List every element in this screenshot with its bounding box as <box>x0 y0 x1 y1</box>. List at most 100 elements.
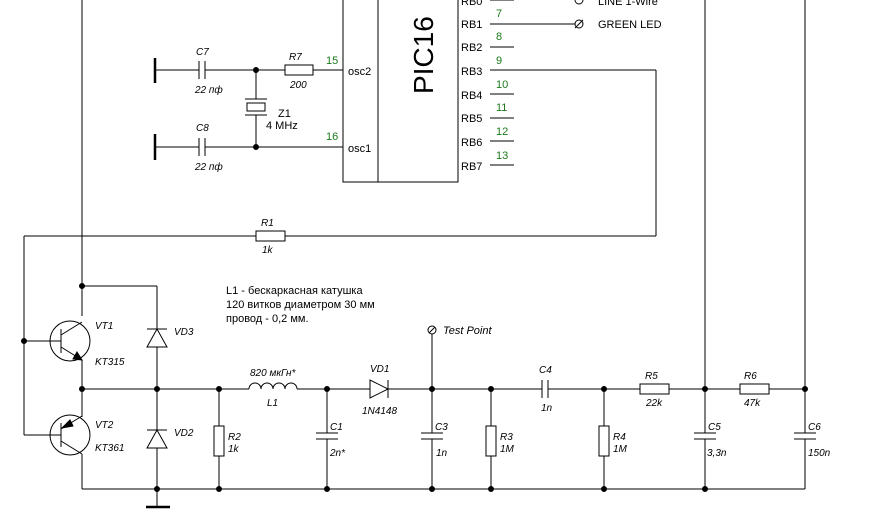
junction-dot <box>702 486 708 492</box>
l1-coil-icon <box>248 382 298 390</box>
note-line-3: провод - 0,2 мм. <box>226 313 309 325</box>
junction-dot <box>79 386 85 392</box>
pin-rb3-label: RB3 <box>461 66 482 78</box>
vt2-ref: VT2 <box>95 420 114 431</box>
oscillator-section: C7 22 пф R7 200 Z1 4 MHz C8 22 пф <box>153 47 314 173</box>
mcu-name: PIC16 <box>408 16 439 94</box>
vd1-triangle-icon <box>369 379 390 399</box>
r7-body <box>284 64 314 76</box>
output-terminals: LINE 1-Wire GREEN LED <box>574 0 662 31</box>
pin-rb0-label: RB0 <box>461 0 482 8</box>
r5-value: 22k <box>645 398 663 409</box>
pin-osc2-number: 15 <box>326 55 338 67</box>
c3-value: 1n <box>436 448 448 459</box>
pin-rb1-number: 7 <box>496 8 502 20</box>
test-point-label: Test Point <box>443 325 492 337</box>
pin-rb4-number: 10 <box>496 79 508 91</box>
c7-ref: C7 <box>196 47 209 58</box>
vt1-transistor: VT1 KT315 <box>24 320 125 417</box>
c3-ref: C3 <box>435 422 448 433</box>
green-led-terminal-icon <box>574 19 584 29</box>
pin-rb7-number: 13 <box>496 150 508 162</box>
c5-ref: C5 <box>708 422 721 433</box>
note-line-2: 120 витков диаметром 30 мм <box>226 299 375 311</box>
l1-value: 820 мкГн* <box>250 368 297 379</box>
r1-body <box>255 230 286 242</box>
r2-body <box>213 425 225 457</box>
pin-rb5-number: 11 <box>496 102 507 114</box>
vt2-collector <box>60 440 83 455</box>
green-led-label: GREEN LED <box>598 19 662 31</box>
r4-ref: R4 <box>613 432 626 443</box>
mcu-block: PIC16 osc2 15 osc1 16 RB0 RB1 7 RB2 8 RB… <box>256 0 656 183</box>
vt2-value: KT361 <box>95 443 124 454</box>
junction-dot <box>154 386 160 392</box>
r6-body <box>739 383 770 395</box>
l1-ref: L1 <box>267 398 278 409</box>
pin-rb7-label: RB7 <box>461 161 482 173</box>
pin-osc1-label: osc1 <box>348 143 371 155</box>
vd2-diode: VD2 <box>146 428 194 489</box>
r2-value: 1k <box>228 444 240 455</box>
line-1wire-terminal-icon <box>574 0 584 5</box>
line-1wire-label: LINE 1-Wire <box>598 0 658 8</box>
r6-ref: R6 <box>744 371 757 382</box>
c8-ref: C8 <box>196 123 209 134</box>
c4-value: 1n <box>541 403 553 414</box>
vt1-ref: VT1 <box>95 321 113 332</box>
pin-rb2-number: 8 <box>496 31 502 43</box>
junction-dot <box>488 486 494 492</box>
vt2-emitter-arrow-icon <box>60 419 74 429</box>
green-led-terminal-slash <box>574 19 584 29</box>
c1-value: 2n* <box>329 448 346 459</box>
junction-dot <box>216 486 222 492</box>
r7-value: 200 <box>289 80 307 91</box>
junction-dot <box>154 486 160 492</box>
vd3-ref: VD3 <box>174 327 194 338</box>
pin-rb3-number: 9 <box>496 55 502 67</box>
vd1-ref: VD1 <box>370 364 389 375</box>
vd3-diode: VD3 <box>146 327 194 430</box>
c6-value: 150n <box>808 448 831 459</box>
r3-ref: R3 <box>500 432 513 443</box>
r3-value: 1M <box>500 444 515 455</box>
junction-dot <box>601 486 607 492</box>
r4-body <box>598 425 610 457</box>
junction-dot <box>324 486 330 492</box>
c5-value: 3,3n <box>707 448 727 459</box>
pin-rb5-label: RB5 <box>461 113 482 125</box>
junction-dot <box>429 486 435 492</box>
r4-value: 1M <box>613 444 628 455</box>
z1-crystal-body <box>246 102 266 112</box>
c4-ref: C4 <box>539 365 552 376</box>
vd2-triangle-icon <box>146 428 168 449</box>
r1-ref: R1 <box>261 218 274 229</box>
c7-value: 22 пф <box>194 84 223 96</box>
r2-ref: R2 <box>228 432 241 443</box>
vt1-collector <box>60 321 83 336</box>
vt2-transistor: VT2 KT361 <box>24 414 124 489</box>
c8-value: 22 пф <box>194 161 223 173</box>
vd1-value: 1N4148 <box>362 406 397 417</box>
r5-ref: R5 <box>645 371 658 382</box>
pin-rb4-label: RB4 <box>461 90 482 102</box>
r3-body <box>485 425 497 457</box>
pin-osc2-label: osc2 <box>348 66 371 78</box>
r1-value: 1k <box>262 245 274 256</box>
r5-body <box>639 383 670 395</box>
vd2-ref: VD2 <box>174 428 194 439</box>
mcu-body <box>342 0 459 183</box>
pin-rb1-label: RB1 <box>461 19 482 31</box>
pin-rb6-number: 12 <box>496 126 508 138</box>
test-point-slash <box>428 326 436 334</box>
z1-value: 4 MHz <box>266 120 298 132</box>
c1-ref: C1 <box>330 422 343 433</box>
c6-ref: C6 <box>808 422 821 433</box>
pin-rb2-label: RB2 <box>461 42 482 54</box>
vt1-value: KT315 <box>95 357 125 368</box>
z1-ref: Z1 <box>278 108 291 120</box>
test-point-terminal-icon <box>427 325 437 335</box>
coil-note: L1 - бескаркасная катушка 120 витков диа… <box>226 285 375 325</box>
r7-ref: R7 <box>289 52 302 63</box>
